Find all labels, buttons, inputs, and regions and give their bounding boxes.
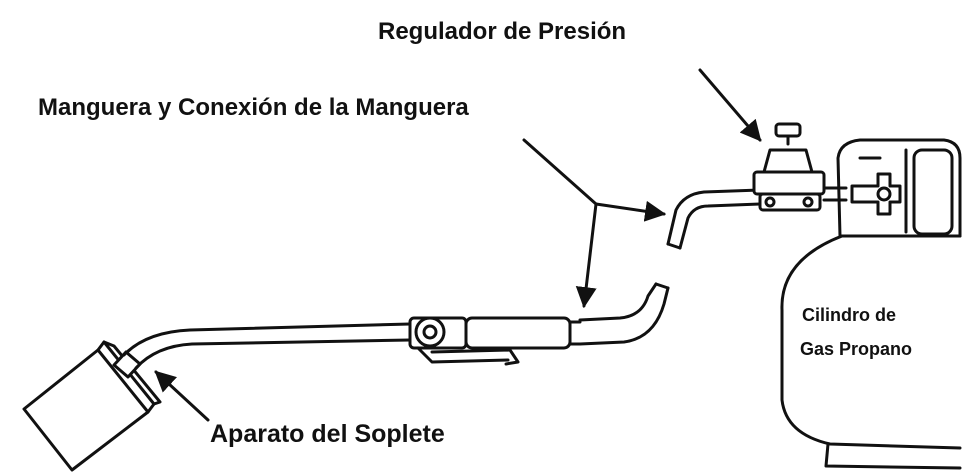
label-cylinder-line1: Cilindro de [802,305,896,325]
hose-end-regulator [666,188,762,250]
propane-cylinder-icon [780,138,962,470]
label-torch: Aparato del Soplete [210,420,445,448]
torch-tube [122,322,412,370]
arrow-regulator [698,68,762,142]
label-cylinder-line2: Gas Propano [800,339,913,359]
hose-end-torch [578,282,670,346]
label-regulator: Regulador de Presión [378,18,627,45]
pressure-regulator-icon [752,122,848,212]
label-hose: Manguera y Conexión de la Manguera [38,94,469,121]
torch-handle [464,316,582,350]
arrow-hose [522,138,667,309]
arrow-torch [154,370,210,422]
torch-canister-icon [22,340,162,472]
